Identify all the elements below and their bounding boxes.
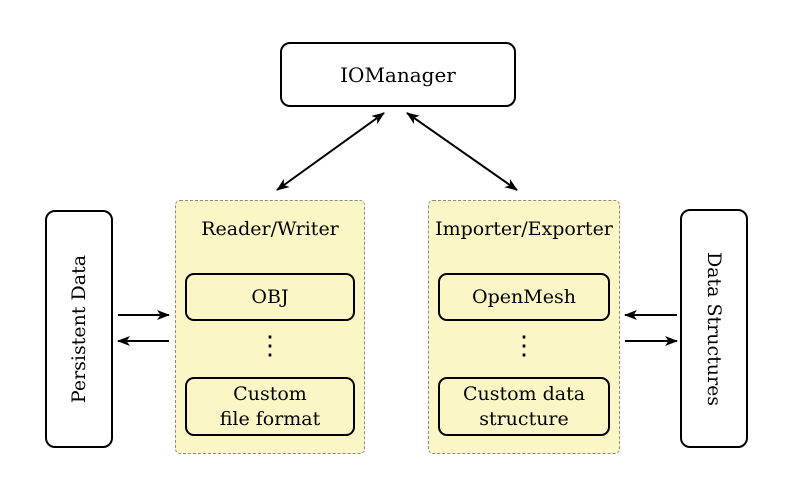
importer-exporter-ellipsis: ⋮	[511, 331, 537, 361]
obj-box: OBJ	[185, 273, 355, 321]
openmesh-label: OpenMesh	[472, 285, 576, 308]
arrow-iomanager-importerexporter	[406, 112, 518, 191]
iomanager-label: IOManager	[340, 62, 456, 87]
data-structures-box: Data Structures	[680, 209, 748, 448]
custom-file-format-box: Custom file format	[185, 377, 355, 436]
arrow-iomanager-readerwriter	[276, 112, 385, 191]
data-structures-label: Data Structures	[703, 251, 725, 406]
importer-exporter-title: Importer/Exporter	[435, 218, 613, 240]
reader-writer-title: Reader/Writer	[201, 218, 339, 240]
custom-data-structure-label: Custom data structure	[462, 382, 586, 430]
obj-label: OBJ	[251, 285, 289, 308]
reader-writer-ellipsis: ⋮	[257, 331, 283, 361]
persistent-data-box: Persistent Data	[45, 210, 113, 448]
openmesh-box: OpenMesh	[438, 273, 610, 321]
importer-exporter-group: Importer/Exporter OpenMesh ⋮ Custom data…	[428, 200, 620, 454]
reader-writer-group: Reader/Writer OBJ ⋮ Custom file format	[175, 200, 365, 454]
persistent-data-label: Persistent Data	[68, 254, 90, 404]
custom-file-format-label: Custom file format	[219, 382, 321, 430]
custom-data-structure-box: Custom data structure	[438, 377, 610, 436]
iomanager-box: IOManager	[280, 42, 516, 107]
